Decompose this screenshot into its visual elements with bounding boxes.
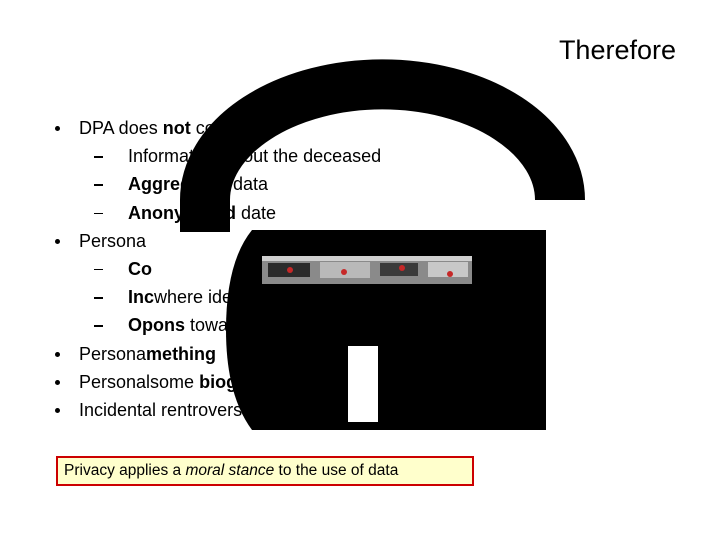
bullet-line: Incwhere ide [0,285,720,313]
bullet-segment: Co [128,258,152,279]
bullet-segment: not [162,118,191,138]
bullet-line: Opons towar [0,313,720,341]
en-dash-icon [94,313,106,337]
bullet-line: Co [0,257,720,285]
bullet-dot-icon [55,116,67,140]
privacy-note-before: Privacy applies a [64,462,186,479]
bullet-segment: DPA does [79,118,163,138]
bullet-segment: about the deceased [223,146,382,167]
bullet-dot-icon [55,342,67,366]
privacy-note-emphasis: moral stance [185,462,275,479]
bullet-text: Co [128,257,152,281]
bullet-segment: mething [146,343,217,364]
bullet-segment: towar [185,315,235,336]
privacy-note-after: to the use of data [274,462,399,479]
bullet-line: DPA does not co [0,116,720,144]
bullet-text: Personamething [79,342,216,366]
slide-title: Therefore [558,35,676,65]
lock-keyhole [348,346,378,422]
lock-shackle [180,59,585,232]
bullet-line: Persona [0,229,720,257]
en-dash-icon [94,257,106,281]
bullet-dot-icon [55,229,67,253]
bullet-segment: Inc [128,287,155,308]
bullet-segment: Persona [79,343,147,364]
bullet-text: Persona [79,229,146,253]
bullet-dot-icon [55,370,67,394]
bullet-line: Personamething [0,342,720,370]
bullet-segment: some [150,371,200,392]
en-dash-icon [94,144,106,168]
bullet-segment: Persona [79,230,147,251]
en-dash-icon [94,201,106,225]
bullet-segment: data [228,174,269,195]
en-dash-icon [94,285,106,309]
bullet-text: Opons towar [128,313,234,337]
bullet-segment: Incidental re [79,399,178,420]
bullet-segment: where ide [154,287,233,308]
bullet-segment: date [236,202,277,223]
bullet-text: DPA does not co [79,116,215,140]
bullet-segment: Op [128,315,153,336]
bullet-segment: Personal [79,371,151,392]
bullet-segment: ons [153,315,186,336]
bullet-text: Incwhere ide [128,285,232,309]
en-dash-icon [94,172,106,196]
privacy-note: Privacy applies a moral stance to the us… [56,456,474,486]
bullet-dot-icon [55,398,67,422]
